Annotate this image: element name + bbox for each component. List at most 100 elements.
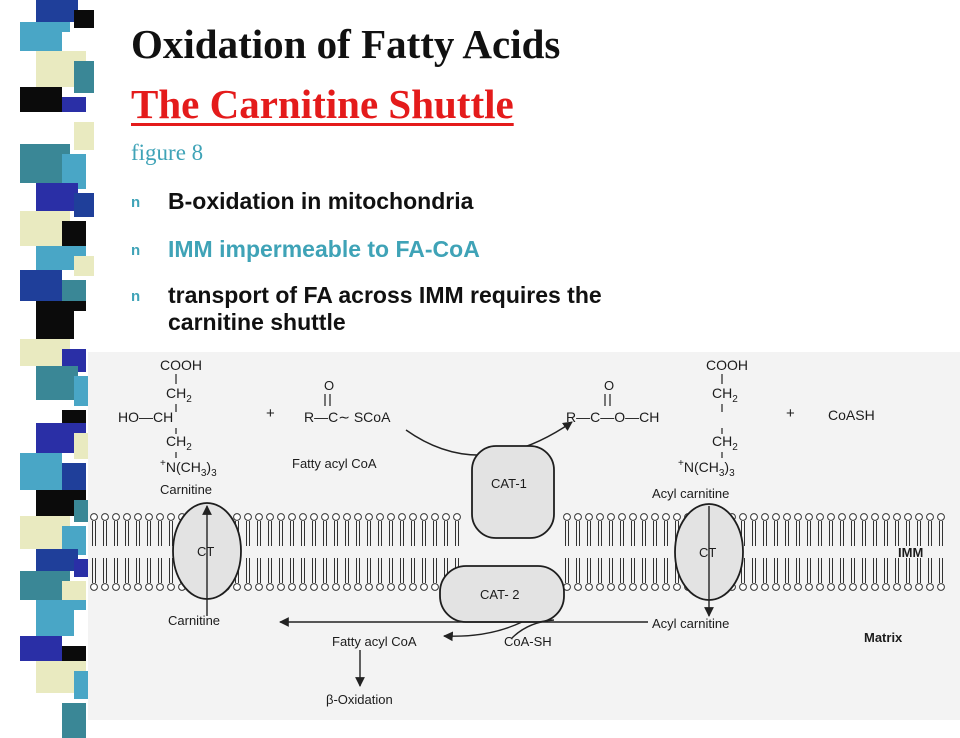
lipid-head <box>563 513 571 521</box>
lipid-head <box>156 513 164 521</box>
fatty-acyl-coa-label-bottom: Fatty acyl CoA <box>332 634 417 649</box>
lipid-head <box>794 513 802 521</box>
carnitine-shuttle-diagram: COOH CH2 HO—CH CH2 +N(CH3)3 Carnitine + … <box>88 352 960 720</box>
acylcarnitine-ester-formula: R—C—O—CH <box>566 409 659 425</box>
acyl-carnitine-label-bottom: Acyl carnitine <box>652 616 729 631</box>
lipid-head <box>310 583 318 591</box>
plus-sign: + <box>786 405 795 422</box>
lipid-head <box>772 583 780 591</box>
lipid-head <box>288 583 296 591</box>
sidebar-tile <box>36 549 78 571</box>
bullet-text: B-oxidation in mitochondria <box>168 188 474 214</box>
acylcarnitine-ch2-label: CH2 <box>712 385 738 405</box>
cat1-label: CAT-1 <box>491 476 527 491</box>
lipid-head <box>882 583 890 591</box>
carnitine-ch2-label: CH2 <box>166 385 192 405</box>
lipid-head <box>431 513 439 521</box>
lipid-head <box>409 513 417 521</box>
sidebar-tile <box>36 366 78 400</box>
lipid-head <box>739 513 747 521</box>
lipid-head <box>574 513 582 521</box>
coa-sh-entry-arrow <box>511 619 555 639</box>
lipid-head <box>343 583 351 591</box>
lipid-head <box>244 513 252 521</box>
lipid-head <box>387 583 395 591</box>
lipid-head <box>816 513 824 521</box>
lipid-head <box>761 513 769 521</box>
carnitine-trimethylammonium-label: +N(CH3)3 <box>160 458 217 479</box>
lipid-head <box>915 583 923 591</box>
lipid-head <box>332 513 340 521</box>
lipid-head <box>585 513 593 521</box>
lipid-head <box>882 513 890 521</box>
coa-sh-label: CoA-SH <box>504 634 552 649</box>
lipid-head <box>607 513 615 521</box>
lipid-head <box>629 583 637 591</box>
lipid-head <box>849 583 857 591</box>
sidebar-tile <box>74 10 94 28</box>
lipid-head <box>90 513 98 521</box>
bullet-text: transport of FA across IMM requires the <box>168 282 602 308</box>
lipid-head <box>420 513 428 521</box>
lipid-head <box>640 583 648 591</box>
acyl-carnitine-label-top: Acyl carnitine <box>652 486 729 501</box>
lipid-head <box>376 513 384 521</box>
lipid-head <box>574 583 582 591</box>
lipid-head <box>354 583 362 591</box>
plus-sign: + <box>266 405 275 422</box>
lipid-head <box>805 513 813 521</box>
lipid-head <box>827 583 835 591</box>
lipid-head <box>783 513 791 521</box>
lipid-head <box>354 513 362 521</box>
sidebar-tile <box>62 703 86 738</box>
lipid-head <box>772 513 780 521</box>
lipid-head <box>277 583 285 591</box>
lipid-head <box>750 583 758 591</box>
bullet-marker: n <box>131 288 141 306</box>
lipid-head <box>783 583 791 591</box>
lipid-head <box>299 513 307 521</box>
bullet-text: IMM impermeable to FA-CoA <box>168 236 480 262</box>
lipid-head <box>871 583 879 591</box>
sidebar-tile <box>20 87 62 112</box>
sidebar-tile <box>20 144 70 183</box>
fatty-acyl-coa-release-arrow <box>443 621 523 642</box>
sidebar-tile <box>74 256 94 276</box>
acylcarnitine-ch2-label-2: CH2 <box>712 433 738 453</box>
lipid-head <box>145 583 153 591</box>
bullet-marker: n <box>131 242 141 260</box>
lipid-head <box>112 583 120 591</box>
lipid-head <box>816 583 824 591</box>
lipid-head <box>145 513 153 521</box>
slide-title: Oxidation of Fatty Acids <box>131 21 561 67</box>
lipid-head <box>299 583 307 591</box>
lipid-head <box>618 583 626 591</box>
lipid-head <box>651 513 659 521</box>
lipid-head <box>827 513 835 521</box>
lipid-head <box>849 513 857 521</box>
lipid-head <box>233 583 241 591</box>
lipid-head <box>750 513 758 521</box>
sidebar-tile <box>20 211 70 246</box>
lipid-head <box>838 513 846 521</box>
lipid-head <box>915 513 923 521</box>
lipid-head <box>101 583 109 591</box>
lipid-head <box>134 513 142 521</box>
acylcarnitine-cooh-label: COOH <box>706 357 748 373</box>
lipid-head <box>101 513 109 521</box>
lipid-head <box>310 513 318 521</box>
lipid-head <box>761 583 769 591</box>
lipid-head <box>233 513 241 521</box>
lipid-head <box>618 513 626 521</box>
cat1-enzyme <box>471 445 555 539</box>
lipid-head <box>662 583 670 591</box>
lipid-head <box>321 513 329 521</box>
cat2-label: CAT- 2 <box>480 587 520 602</box>
lipid-head <box>156 583 164 591</box>
lipid-head <box>288 513 296 521</box>
lipid-head <box>673 513 681 521</box>
lipid-head <box>266 513 274 521</box>
lipid-head <box>893 513 901 521</box>
lipid-head <box>805 583 813 591</box>
